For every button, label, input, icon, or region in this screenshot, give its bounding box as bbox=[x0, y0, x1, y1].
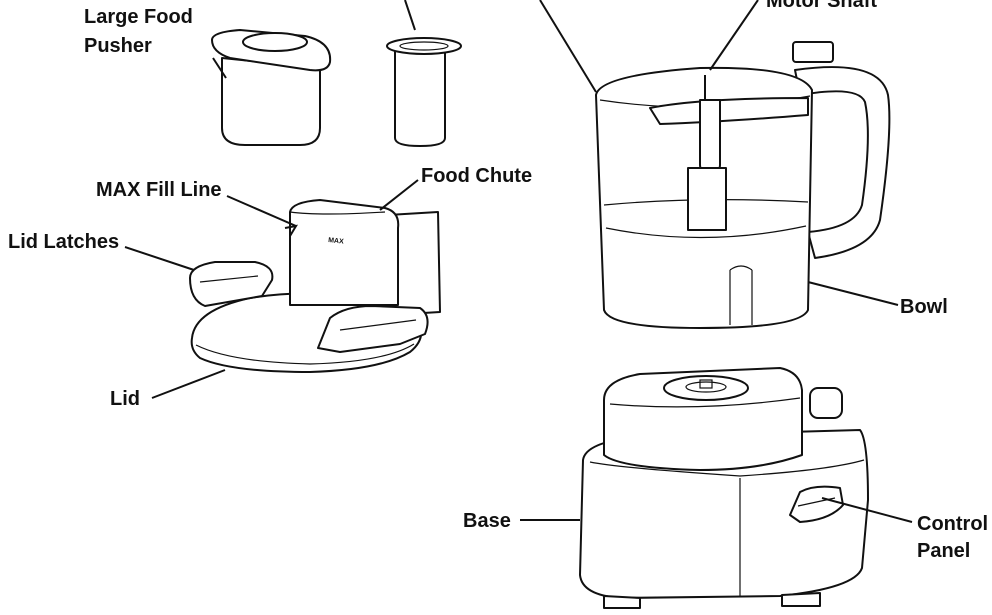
base bbox=[579, 367, 869, 609]
small-food-pusher bbox=[386, 37, 462, 147]
label-max-fill-line: MAX Fill Line bbox=[96, 179, 222, 201]
label-base: Base bbox=[463, 510, 511, 532]
label-control-panel-line1: Control bbox=[917, 513, 988, 535]
max-mark: MAX bbox=[328, 237, 345, 246]
part-labels: Large Food Pusher Motor Shaft MAX Fill L… bbox=[8, 0, 988, 562]
leader-lines bbox=[124, 0, 913, 523]
label-lid-latches: Lid Latches bbox=[8, 231, 119, 253]
label-motor-shaft: Motor Shaft bbox=[766, 0, 877, 12]
large-food-pusher bbox=[211, 29, 332, 146]
lid-assembly: MAX bbox=[189, 199, 441, 373]
bowl bbox=[595, 41, 891, 329]
label-large-food-pusher-line2: Pusher bbox=[84, 35, 152, 57]
label-large-food-pusher-line1: Large Food bbox=[84, 6, 193, 28]
label-food-chute: Food Chute bbox=[421, 165, 532, 187]
label-lid: Lid bbox=[110, 388, 140, 410]
label-bowl: Bowl bbox=[900, 296, 948, 318]
label-control-panel-line2: Panel bbox=[917, 540, 970, 562]
